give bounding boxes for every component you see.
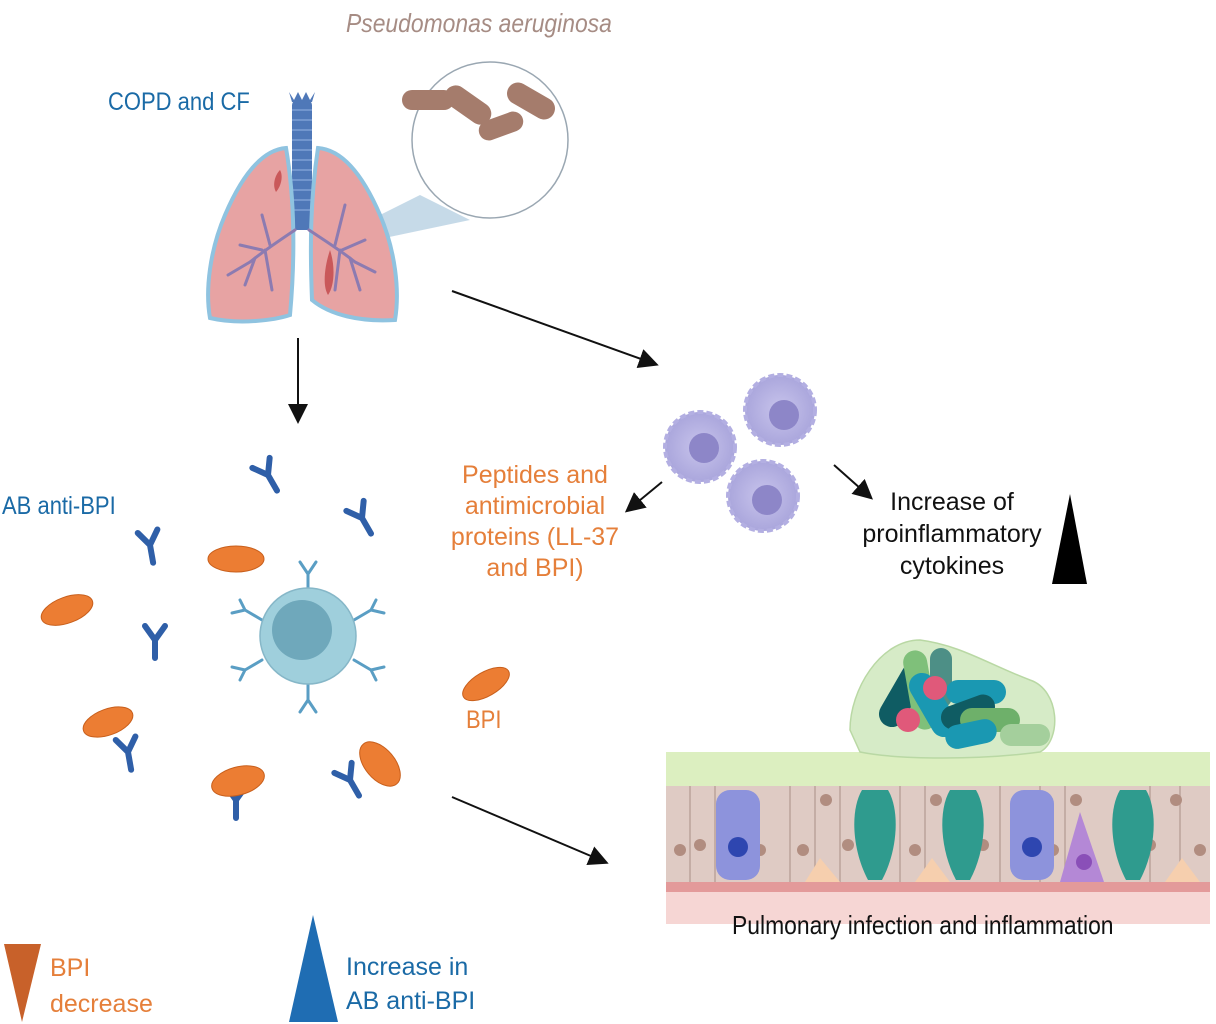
antibody-increase-triangle [289,915,338,1022]
disease-label: COPD and CF [108,88,250,116]
b-cell [230,560,386,714]
macrophage-cluster [663,373,817,533]
bpi-label: BPI [466,706,502,734]
peptides-line: and BPI) [486,554,584,582]
bpi-particle [462,666,510,702]
arrow-macrophages-to-peptides [624,481,663,513]
legend-line: BPI [50,954,91,982]
peptides-line: antimicrobial [464,492,606,520]
outcome-label: Pulmonary infection and inflammation [732,910,1114,940]
pathogen-label: Pseudomonas aeruginosa [346,8,612,38]
antibody [142,623,168,661]
right-lung [308,145,399,323]
biofilm [849,639,1056,759]
macrophage [726,459,800,533]
lungs-illustration [206,92,399,324]
bpi-particle [207,545,265,573]
epithelium-illustration [666,639,1210,924]
left-lung [206,145,296,324]
trachea [289,92,315,230]
antibody [331,759,362,799]
bpi-particle [211,765,265,797]
pseudomonas-bacteria [402,82,555,141]
arrow-immune-to-infection [451,796,609,865]
peptides-line: Peptides and [462,461,608,489]
peptides-line: proteins (LL-37 [450,523,620,551]
bpi-particles [40,545,510,797]
bpi-particle [40,594,94,626]
antibody [249,454,280,494]
bpi-decrease-triangle [4,944,41,1022]
legend-line: AB anti-BPI [346,987,476,1015]
antibody [343,497,374,537]
arrow-macrophages-to-cytokines [833,464,873,500]
legend-antibody-increase: Increase in AB anti-BPI [346,950,475,1018]
cytokines-line: Increase of [890,488,1014,516]
bpi-particle [82,706,134,738]
macrophage [743,373,817,447]
macrophage [663,410,737,484]
antibody-label: AB anti-BPI [2,492,116,520]
cytokine-increase-triangle [1052,494,1087,584]
bacteria-magnifier [402,61,569,219]
cytokines-label: Increase of proinflammatory cytokines [852,486,1052,582]
peptides-label: Peptides and antimicrobial proteins (LL-… [440,460,630,584]
bpi-particle [359,741,401,787]
legend-line: decrease [50,990,153,1018]
cytokines-line: proinflammatory [862,520,1042,548]
cytokines-line: cytokines [899,552,1005,580]
arrow-lungs-to-macrophages [451,290,659,368]
antibody [134,526,161,566]
legend-bpi-decrease: BPI decrease [50,950,153,1022]
legend-line: Increase in [346,953,469,981]
antibody [112,733,139,773]
